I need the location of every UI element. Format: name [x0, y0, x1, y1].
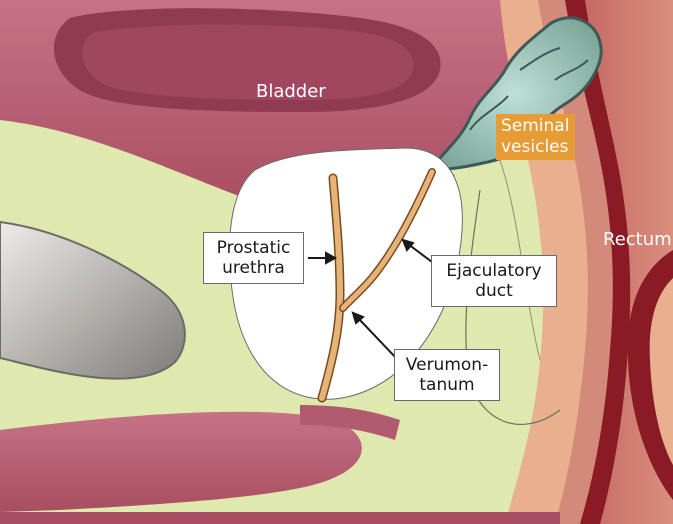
- rectum-label: Rectum: [603, 230, 672, 250]
- seminal-vesicles-label-line2: vesicles: [501, 137, 569, 158]
- seminal-vesicles-label: Seminal vesicles: [496, 114, 575, 160]
- ejaculatory-duct-label-line2: duct: [432, 281, 556, 301]
- verumontanum-label: Verumon- tanum: [394, 349, 500, 401]
- verumontanum-label-line1: Verumon-: [395, 355, 499, 375]
- prostatic-urethra-label-line2: urethra: [204, 258, 303, 278]
- verumontanum-label-line2: tanum: [395, 375, 499, 395]
- seminal-vesicles-label-line1: Seminal: [501, 116, 569, 137]
- ejaculatory-duct-label: Ejaculatory duct: [431, 255, 557, 307]
- prostatic-urethra-label: Prostatic urethra: [203, 232, 304, 284]
- ejaculatory-duct-label-line1: Ejaculatory: [432, 261, 556, 281]
- bladder-label: Bladder: [256, 82, 326, 102]
- prostatic-urethra-label-line1: Prostatic: [204, 238, 303, 258]
